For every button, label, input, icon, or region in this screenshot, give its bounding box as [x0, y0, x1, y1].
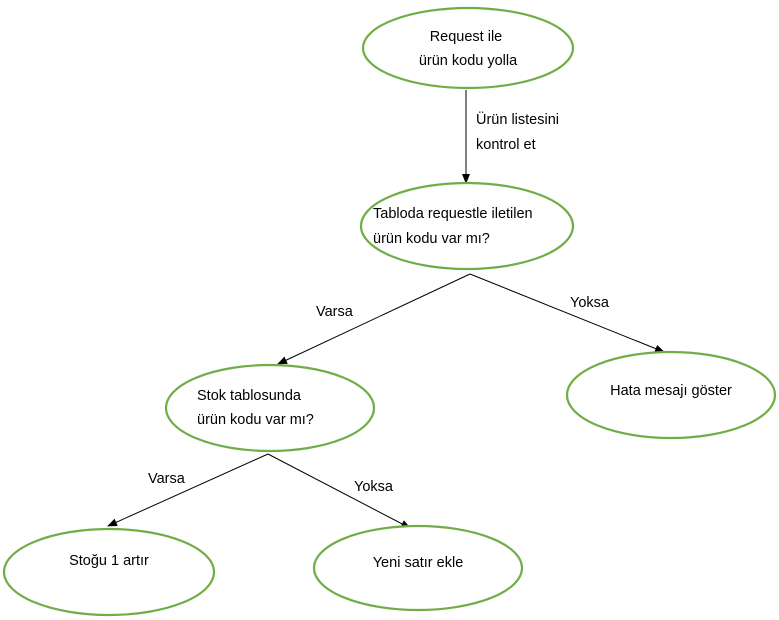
node-label-line: Hata mesajı göster: [610, 383, 732, 399]
node-label-line: Stoğu 1 artır: [69, 553, 149, 569]
node-label-line: Tabloda requestle iletilen: [373, 206, 533, 222]
edge-label-line: Ürün listesini: [476, 110, 559, 128]
node-label-line: ürün kodu yolla: [419, 53, 518, 69]
node-new-row-label: Yeni satır ekle: [373, 555, 464, 571]
node-error: Hata mesajı göster: [565, 350, 777, 440]
node-check-table: Tabloda requestle iletilen ürün kodu var…: [359, 181, 575, 271]
node-check-table-shape: [359, 181, 575, 271]
edge-check-to-error: [469, 273, 665, 353]
edge-stock-to-increase: [107, 453, 269, 527]
node-request-label: Request ile ürün kodu yolla: [419, 29, 518, 69]
node-new-row-shape: [312, 524, 524, 612]
edge-label-check-no: Yoksa: [570, 295, 610, 311]
edge-label-request-to-check: Ürün listesini kontrol et: [476, 110, 563, 153]
node-label-line: ürün kodu var mı?: [373, 231, 490, 247]
edge-check-to-stock: [277, 273, 471, 365]
node-check-stock-shape: [164, 363, 376, 453]
node-increase-shape: [2, 527, 216, 617]
node-label-line: ürün kodu var mı?: [197, 412, 314, 428]
node-error-label: Hata mesajı göster: [610, 383, 732, 399]
edge-label-stock-yes: Varsa: [148, 471, 186, 487]
node-increase: Stoğu 1 artır: [2, 527, 216, 617]
edge-label-stock-no: Yoksa: [354, 479, 394, 495]
edge-label-line: kontrol et: [476, 137, 536, 153]
node-check-stock-label: Stok tablosunda ürün kodu var mı?: [197, 388, 314, 428]
node-increase-label: Stoğu 1 artır: [69, 553, 149, 569]
node-label-line: Stok tablosunda: [197, 388, 302, 404]
node-error-shape: [565, 350, 777, 440]
node-request-shape: [361, 6, 575, 90]
node-request: Request ile ürün kodu yolla: [361, 6, 575, 90]
edge-stock-to-new-row: [267, 453, 411, 529]
node-new-row: Yeni satır ekle: [312, 524, 524, 612]
edge-label-check-yes: Varsa: [316, 304, 354, 320]
node-label-line: Yeni satır ekle: [373, 555, 464, 571]
node-check-stock: Stok tablosunda ürün kodu var mı?: [164, 363, 376, 453]
node-label-line: Request ile: [430, 29, 503, 45]
node-check-table-label: Tabloda requestle iletilen ürün kodu var…: [373, 206, 537, 247]
